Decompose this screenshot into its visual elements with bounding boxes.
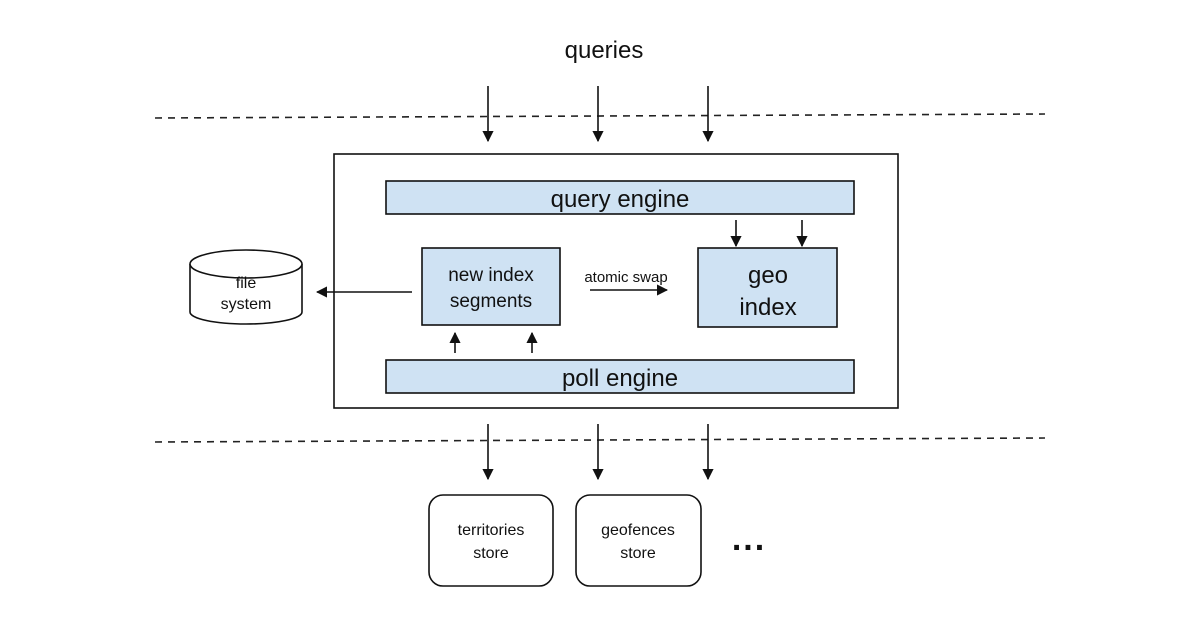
query-engine-label: query engine: [551, 186, 690, 213]
territories-store-line1: territories: [458, 522, 525, 539]
territories-store-box: [428, 494, 554, 587]
poll-engine-label: poll engine: [562, 365, 678, 392]
geo-index-box: [697, 247, 838, 328]
territories-store-line2: store: [473, 545, 509, 562]
geo-index-line1: geo: [748, 262, 788, 289]
top-boundary-line: [154, 113, 1046, 119]
file-system-line1: file: [236, 275, 257, 292]
geofences-store-line2: store: [620, 545, 656, 562]
file-system-line2: system: [221, 296, 272, 313]
queries-label: queries: [565, 37, 644, 64]
atomic-swap-label: atomic swap: [584, 269, 667, 286]
bottom-boundary-line: [154, 437, 1046, 443]
geofences-store-line1: geofences: [601, 522, 675, 539]
file-system-cylinder: [189, 249, 303, 325]
new-index-line2: segments: [450, 291, 532, 312]
query-engine-box: [385, 180, 855, 215]
geofences-store-box: [575, 494, 702, 587]
more-stores-ellipsis: ...: [732, 520, 766, 558]
new-index-line1: new index: [448, 265, 534, 286]
geo-index-line2: index: [739, 294, 796, 321]
poll-engine-box: [385, 359, 855, 394]
new-index-segments-box: [421, 247, 561, 326]
